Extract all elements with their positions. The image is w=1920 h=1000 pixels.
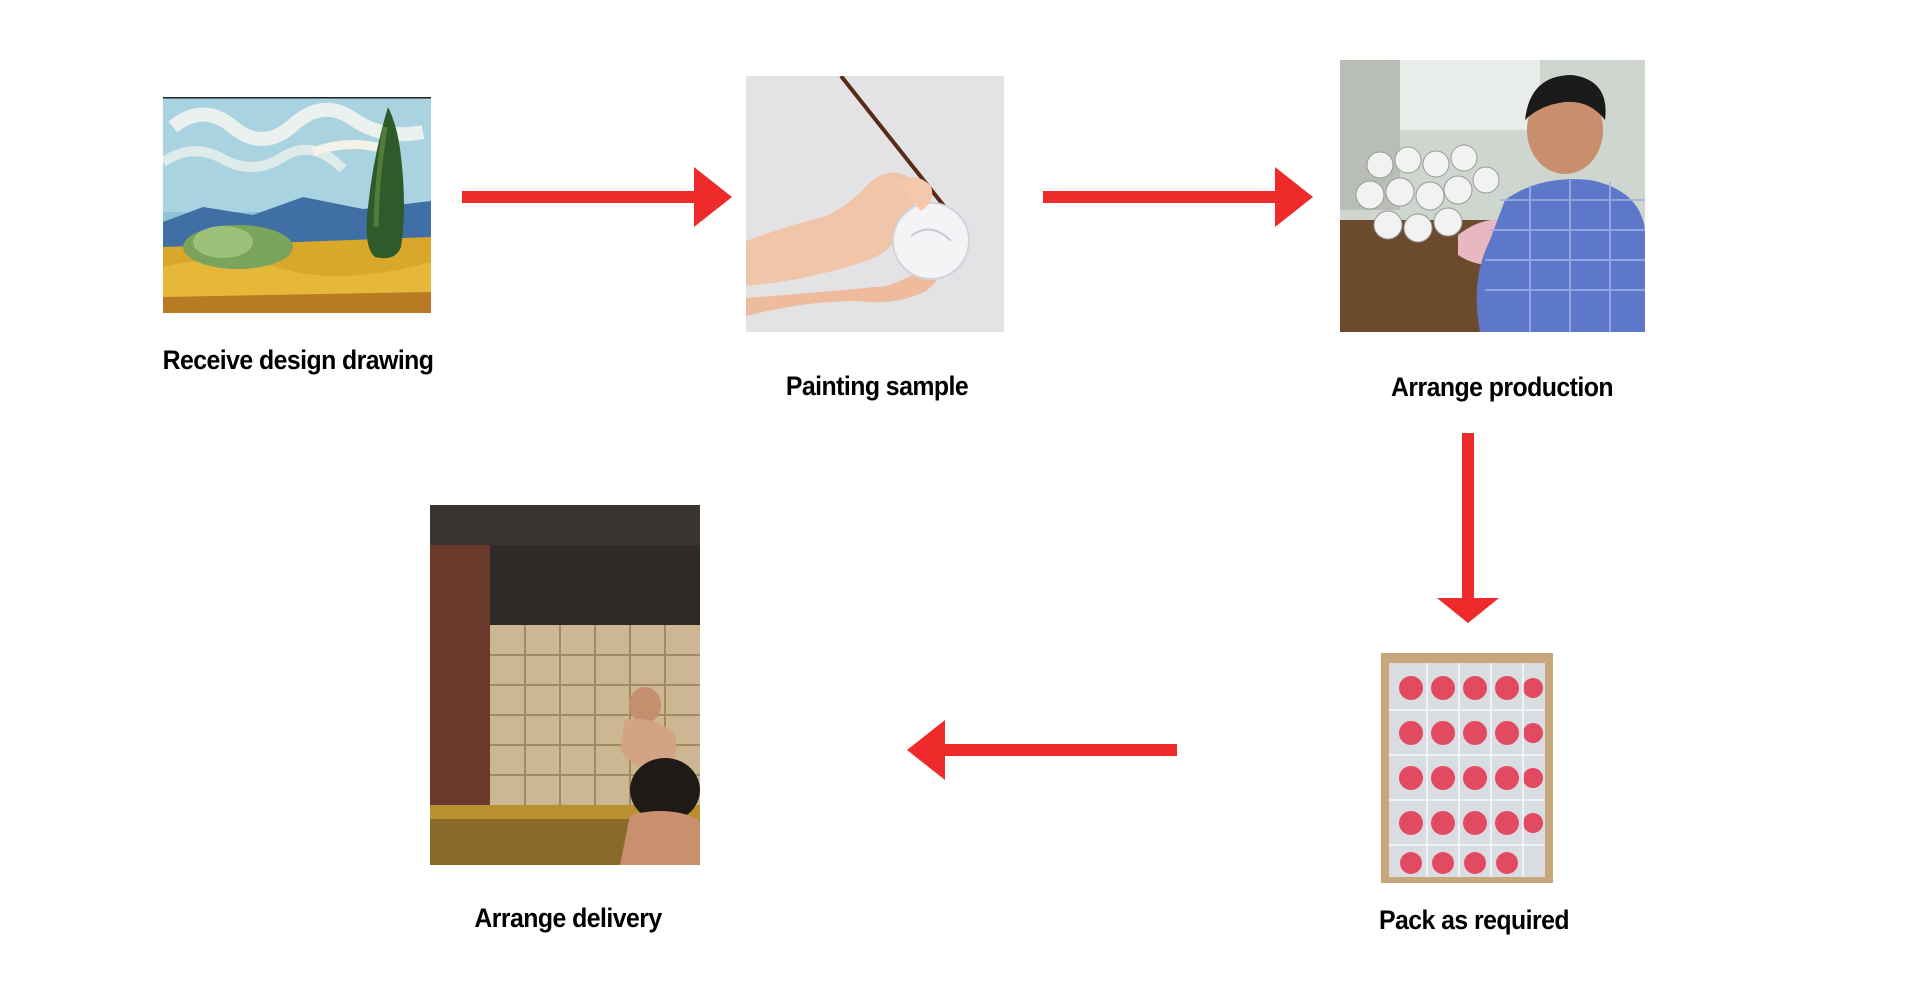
delivery-image: [430, 505, 700, 865]
design-drawing-image: [163, 97, 431, 313]
production-image: [1340, 60, 1645, 332]
step-label-painting: Painting sample: [785, 371, 969, 401]
arrow-down: [1437, 433, 1499, 623]
arrow-right-2: [1043, 167, 1313, 227]
packing-image: [1381, 653, 1553, 883]
step-label-receive: Receive design drawing: [162, 345, 434, 375]
step-label-delivery: Arrange delivery: [474, 903, 662, 933]
step-label-pack: Pack as required: [1378, 905, 1570, 935]
step-label-production: Arrange production: [1391, 372, 1613, 402]
arrow-left: [907, 720, 1177, 780]
arrow-right-1: [462, 167, 732, 227]
painting-sample-image: [746, 76, 1004, 332]
